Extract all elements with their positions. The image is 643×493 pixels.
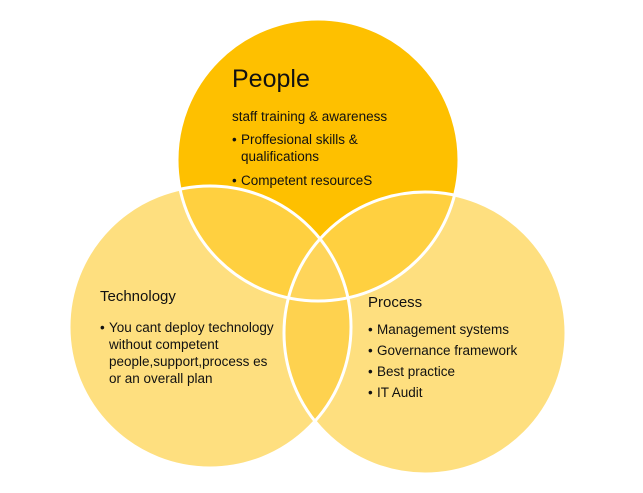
technology-list: You cant deploy technology without compe… [100, 319, 280, 387]
technology-outline [67, 184, 353, 470]
process-list-item: Management systems [368, 321, 568, 338]
people-list-item: Proffesional skills & qualifications [232, 131, 432, 165]
technology-text-block: Technology You cant deploy technology wi… [100, 288, 280, 387]
people-outline [175, 17, 461, 303]
process-list-item: Governance framework [368, 342, 568, 359]
people-subtitle: staff training & awareness [232, 109, 388, 124]
people-text-block: People staff training & awareness Proffe… [232, 64, 432, 196]
process-title: Process [368, 294, 423, 311]
process-text-block: Process Management systems Governance fr… [368, 294, 568, 405]
people-technology-overlap [177, 186, 351, 301]
technology-title: Technology [100, 288, 176, 305]
people-list: Proffesional skills & qualifications Com… [232, 131, 432, 189]
people-list-item: Competent resourceS [232, 172, 432, 189]
people-process-overlap [284, 192, 459, 301]
process-list-item: IT Audit [368, 384, 568, 401]
process-list-item: Best practice [368, 363, 568, 380]
people-title: People [232, 65, 310, 93]
technology-list-item: You cant deploy technology without compe… [100, 319, 280, 387]
process-list: Management systems Governance framework … [368, 321, 568, 401]
